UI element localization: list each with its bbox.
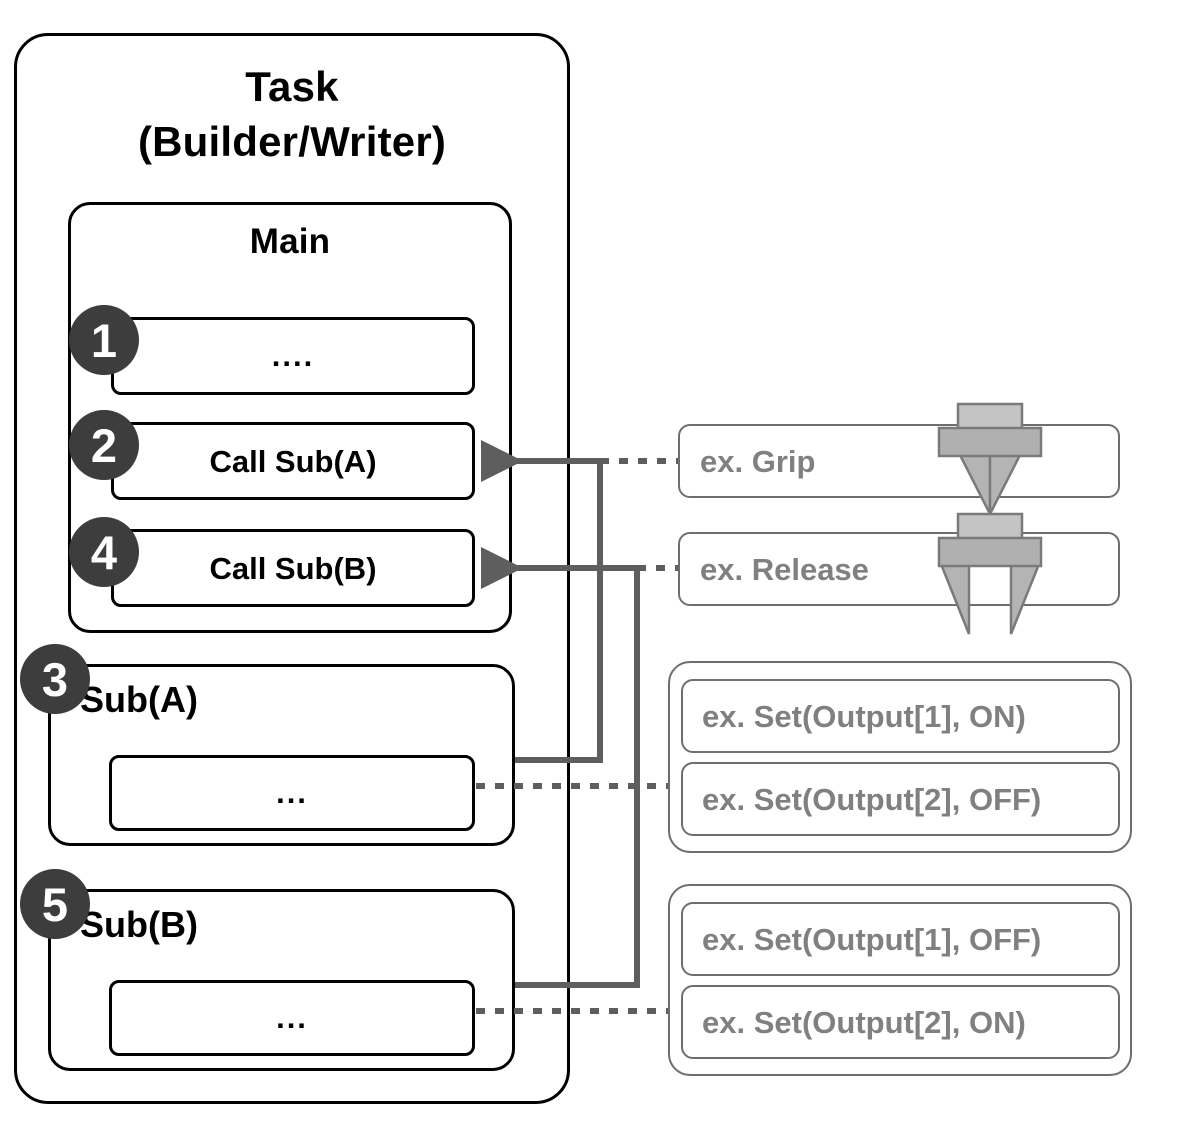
sub-a-body-label: ... <box>276 775 308 810</box>
sub-b-body-label: ... <box>276 1000 308 1035</box>
example-grip-label: ex. Grip <box>700 444 816 479</box>
connector-sub-a-to-call-a <box>481 440 603 763</box>
example-group-sub-b-item-0-label: ex. Set(Output[1], OFF) <box>702 922 1042 957</box>
gripper-open-icon <box>937 512 1043 635</box>
main-title: Main <box>249 222 331 261</box>
example-group-sub-b-item-1-label: ex. Set(Output[2], ON) <box>702 1005 1026 1040</box>
badge-4: 4 <box>69 517 139 587</box>
task-title-line2: (Builder/Writer) <box>137 118 447 165</box>
gripper-closed-icon <box>937 402 1043 515</box>
main-step-call-sub-b-label: Call Sub(B) <box>209 551 377 586</box>
main-step-call-sub-a-label: Call Sub(A) <box>209 444 377 479</box>
example-release-label: ex. Release <box>700 552 869 587</box>
sub-b-title: Sub(B) <box>80 904 198 945</box>
example-group-sub-a-item-0[interactable] <box>681 679 1120 753</box>
sub-a-title: Sub(A) <box>80 679 198 720</box>
sub-b-body-box[interactable] <box>109 980 475 1056</box>
main-step-dots-label: .... <box>271 338 315 373</box>
task-title-line1: Task <box>245 63 339 110</box>
example-release[interactable] <box>678 532 1120 606</box>
badge-1: 1 <box>69 305 139 375</box>
example-grip[interactable] <box>678 424 1120 498</box>
example-group-sub-b-item-1[interactable] <box>681 985 1120 1059</box>
example-group-sub-a-item-1[interactable] <box>681 762 1120 836</box>
main-step-call-sub-a[interactable] <box>111 422 475 500</box>
badge-2: 2 <box>69 410 139 480</box>
connector-sub-b-to-call-b <box>481 547 640 988</box>
example-group-sub-a-item-1-label: ex. Set(Output[2], OFF) <box>702 782 1042 817</box>
badge-3: 3 <box>20 644 90 714</box>
example-group-sub-b-item-0[interactable] <box>681 902 1120 976</box>
badge-5: 5 <box>20 869 90 939</box>
example-group-sub-a-item-0-label: ex. Set(Output[1], ON) <box>702 699 1026 734</box>
sub-a-body-box[interactable] <box>109 755 475 831</box>
